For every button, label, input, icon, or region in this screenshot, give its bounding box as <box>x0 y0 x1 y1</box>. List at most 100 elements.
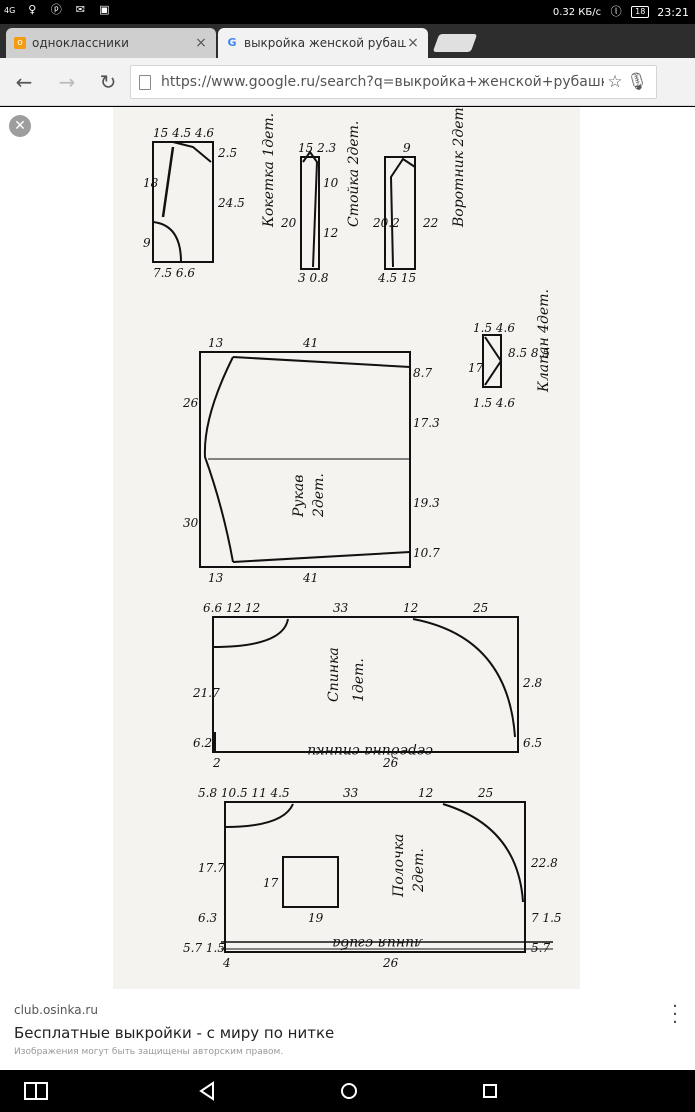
svg-text:6.3: 6.3 <box>198 911 217 925</box>
home-nav-icon[interactable] <box>338 1080 360 1102</box>
svg-text:26: 26 <box>382 756 399 770</box>
network-speed: 0.32 КБ/с <box>552 6 602 18</box>
google-icon: G <box>227 36 237 49</box>
svg-text:4.5 15: 4.5 15 <box>377 271 416 285</box>
microphone-icon[interactable]: 🎙 <box>626 72 648 92</box>
odnoklassniki-icon: o <box>14 37 26 49</box>
label-back-center: середина спинки <box>307 743 433 759</box>
svg-text:1.5 4.6: 1.5 4.6 <box>473 396 515 410</box>
svg-text:10.7: 10.7 <box>413 546 440 560</box>
page-info-icon[interactable] <box>139 74 151 90</box>
svg-text:2.8: 2.8 <box>522 676 542 690</box>
svg-text:12: 12 <box>403 601 418 615</box>
svg-text:5.7: 5.7 <box>531 941 550 955</box>
status-bar: 4G ♀ ⓟ ✉ ▣ 0.32 КБ/с ⓛ 18 23:21 <box>0 0 695 24</box>
address-bar[interactable]: https://www.google.ru/search?q=выкройка+… <box>130 65 657 99</box>
tab-odnoklassniki[interactable]: o одноклассники × <box>6 28 216 58</box>
bookmark-star-icon[interactable]: ☆ <box>607 72 623 92</box>
svg-text:13: 13 <box>208 571 224 585</box>
svg-text:18: 18 <box>143 176 159 190</box>
label-flap: Клапан 4дет. <box>536 289 552 393</box>
svg-text:30: 30 <box>183 516 199 530</box>
svg-text:25: 25 <box>472 601 488 615</box>
svg-text:6.5: 6.5 <box>523 736 542 750</box>
svg-text:10: 10 <box>323 176 339 190</box>
tab-google-search[interactable]: G выкройка женской рубашки × <box>218 28 428 58</box>
back-nav-icon[interactable] <box>197 1080 219 1102</box>
result-source[interactable]: club.osinka.ru <box>14 1003 98 1017</box>
clock: 23:21 <box>657 5 689 19</box>
svg-text:3 0.8: 3 0.8 <box>298 271 329 285</box>
result-title[interactable]: Бесплатные выкройки - с миру по нитке <box>14 1024 335 1042</box>
svg-text:8.7: 8.7 <box>413 366 432 380</box>
close-tab-icon[interactable]: × <box>195 35 207 51</box>
android-navigation-bar <box>0 1070 695 1112</box>
tab-label: выкройка женской рубашки <box>244 36 406 50</box>
label-front-count: 2дет. <box>411 848 427 893</box>
url-text[interactable]: https://www.google.ru/search?q=выкройка+… <box>161 74 604 90</box>
back-arrow-icon[interactable]: ← <box>15 70 33 94</box>
svg-text:1.5 4.6: 1.5 4.6 <box>473 321 515 335</box>
close-tab-icon[interactable]: × <box>407 35 419 51</box>
svg-text:12: 12 <box>323 226 338 240</box>
svg-text:6.2: 6.2 <box>193 736 212 750</box>
svg-text:19: 19 <box>308 911 324 925</box>
svg-text:41: 41 <box>302 571 318 585</box>
label-back-count: 1дет. <box>351 658 367 702</box>
svg-text:25: 25 <box>477 786 493 800</box>
label-front: Полочка <box>391 834 407 898</box>
split-screen-icon[interactable] <box>24 1080 48 1102</box>
image-result-info[interactable]: club.osinka.ru Бесплатные выкройки - с м… <box>0 989 695 1070</box>
svg-text:4: 4 <box>222 956 231 970</box>
svg-text:20.2: 20.2 <box>372 216 400 230</box>
svg-text:8.5 8.5: 8.5 8.5 <box>508 346 550 360</box>
svg-text:17: 17 <box>263 876 279 890</box>
label-stand: Стойка 2дет. <box>346 121 362 227</box>
svg-text:7 1.5: 7 1.5 <box>531 911 562 925</box>
label-sleeve: Рукав <box>291 475 307 518</box>
data-saver-icon: ⓛ <box>610 5 622 18</box>
label-sleeve-count: 2дет. <box>311 473 327 518</box>
reload-icon[interactable]: ↻ <box>99 70 117 94</box>
browser-toolbar: ← → ↻ https://www.google.ru/search?q=вык… <box>0 58 695 106</box>
image-viewer: ✕ <box>0 103 695 1070</box>
svg-text:26: 26 <box>382 956 399 970</box>
svg-text:41: 41 <box>302 336 318 350</box>
svg-text:20: 20 <box>280 216 297 230</box>
svg-text:7.5 6.6: 7.5 6.6 <box>153 266 195 280</box>
svg-text:26: 26 <box>182 396 199 410</box>
label-fold-line: линия сгиба <box>332 935 423 951</box>
svg-text:5.7 1.5: 5.7 1.5 <box>183 941 225 955</box>
svg-text:15 2.3: 15 2.3 <box>298 141 337 155</box>
odnoklassniki-notification-icon: ♀ <box>28 3 37 16</box>
svg-text:2.5: 2.5 <box>217 146 237 160</box>
image-notification-icon: ▣ <box>99 3 110 16</box>
svg-text:5.8 10.5 11 4.5: 5.8 10.5 11 4.5 <box>198 786 290 800</box>
svg-text:21.7: 21.7 <box>192 686 220 700</box>
svg-text:24.5: 24.5 <box>217 196 245 210</box>
close-viewer-icon[interactable]: ✕ <box>9 115 31 137</box>
pinterest-notification-icon: ⓟ <box>50 3 62 16</box>
svg-text:12: 12 <box>418 786 433 800</box>
svg-text:19.3: 19.3 <box>413 496 440 510</box>
copyright-note: Изображения могут быть защищены авторски… <box>14 1047 284 1057</box>
label-collar: Воротник 2дет. <box>451 107 467 228</box>
more-options-icon[interactable]: ··· <box>672 996 678 1033</box>
svg-text:9: 9 <box>403 141 411 155</box>
mail-notification-icon: ✉ <box>75 3 85 16</box>
svg-text:17: 17 <box>468 361 484 375</box>
svg-text:22.8: 22.8 <box>530 856 558 870</box>
svg-text:15 4.5 4.6: 15 4.5 4.6 <box>153 126 214 140</box>
new-tab-button[interactable] <box>432 34 478 52</box>
tab-strip: o одноклассники × G выкройка женской руб… <box>0 24 695 58</box>
label-yoke: Кокетка 1дет. <box>261 113 277 228</box>
svg-text:33: 33 <box>333 601 349 615</box>
sewing-pattern-image[interactable]: 15 4.5 4.6 2.5 24.5 18 9 7.5 6.6 15 2.3 … <box>113 103 580 989</box>
forward-arrow-icon[interactable]: → <box>58 70 76 94</box>
svg-text:17.3: 17.3 <box>413 416 440 430</box>
recents-nav-icon[interactable] <box>479 1080 501 1102</box>
svg-text:17.7: 17.7 <box>198 861 225 875</box>
svg-text:13: 13 <box>208 336 224 350</box>
svg-text:22: 22 <box>422 216 438 230</box>
svg-text:6.6 12 12: 6.6 12 12 <box>203 601 260 615</box>
